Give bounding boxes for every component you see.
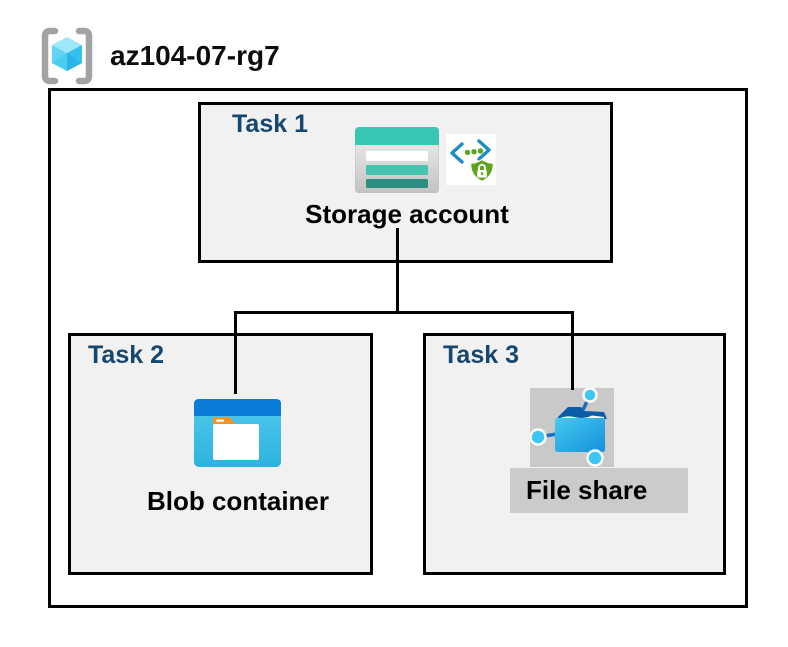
node-label-file-share: File share <box>526 475 648 505</box>
resource-group-icon <box>41 27 93 85</box>
file-share-icon <box>530 388 607 467</box>
page-title: az104-07-rg7 <box>110 40 280 71</box>
connector-horizontal <box>234 311 574 314</box>
blob-container-icon <box>194 399 281 467</box>
resource-group-box <box>48 88 748 608</box>
connector-storage-stem <box>396 228 399 314</box>
node-label-blob-container: Blob container <box>146 486 329 516</box>
resource-group-header: az104-07-rg7 <box>0 0 788 96</box>
storage-account-icon <box>355 127 439 193</box>
code-lock-icon <box>446 134 496 185</box>
file-share-label-highlight <box>510 468 688 513</box>
task-1-label: Task 1 <box>232 110 308 138</box>
connector-to-blob-container <box>234 311 237 394</box>
node-label-storage-account: Storage account <box>305 199 509 229</box>
connector-to-file-share <box>571 311 574 390</box>
task-3-label: Task 3 <box>443 341 519 369</box>
task-2-box <box>68 333 373 575</box>
task-2-label: Task 2 <box>88 341 164 369</box>
